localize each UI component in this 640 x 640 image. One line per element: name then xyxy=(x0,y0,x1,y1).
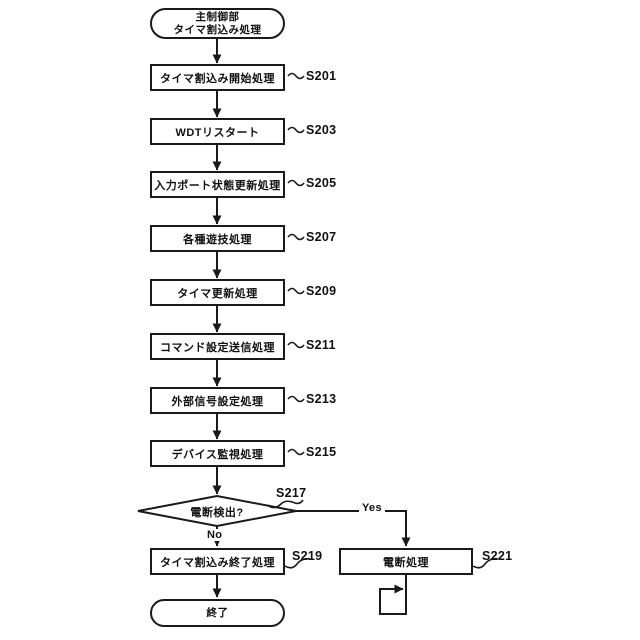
process-label-s221: 電断処理 xyxy=(383,556,429,569)
halt-loop xyxy=(379,575,407,615)
leader-s207 xyxy=(287,233,305,241)
leader-s215 xyxy=(287,448,305,456)
leader-s201 xyxy=(287,72,305,80)
step-id-s215: S215 xyxy=(306,445,337,459)
process-label-s207: 各種遊技処理 xyxy=(183,233,252,246)
decision-label: 電断検出? xyxy=(190,507,244,519)
process-label-s209: タイマ更新処理 xyxy=(177,287,258,300)
branch-label-no: No xyxy=(204,529,226,541)
branch-label-yes: Yes xyxy=(359,502,385,514)
end-terminal-label: 終了 xyxy=(206,606,229,619)
step-id-s211: S211 xyxy=(306,338,336,352)
process-box-s203: WDTリスタート xyxy=(150,118,285,145)
leader-s209 xyxy=(287,287,305,295)
leader-s205 xyxy=(287,179,305,187)
process-box-s213: 外部信号設定処理 xyxy=(150,387,285,414)
process-box-s221: 電断処理 xyxy=(339,548,473,575)
process-box-s207: 各種遊技処理 xyxy=(150,225,285,252)
start-terminal-line1: 主制御部 xyxy=(195,10,240,23)
start-terminal-line2: タイマ割込み処理 xyxy=(173,23,262,36)
process-label-s203: WDTリスタート xyxy=(175,126,260,139)
process-label-s201: タイマ割込み開始処理 xyxy=(160,72,275,85)
step-id-s219: S219 xyxy=(292,549,323,563)
step-id-s217: S217 xyxy=(276,486,307,500)
leader-s203 xyxy=(287,126,305,134)
step-id-s205: S205 xyxy=(306,176,337,190)
process-box-s205: 入力ポート状態更新処理 xyxy=(150,171,285,198)
step-id-s207: S207 xyxy=(306,230,337,244)
process-label-s219: タイマ割込み終了処理 xyxy=(160,556,275,569)
step-id-s213: S213 xyxy=(306,392,337,406)
process-label-s215: デバイス監視処理 xyxy=(171,448,264,461)
step-id-s221: S221 xyxy=(482,549,513,563)
process-box-s209: タイマ更新処理 xyxy=(150,279,285,306)
leader-s213 xyxy=(287,395,305,403)
step-id-s209: S209 xyxy=(306,284,337,298)
step-id-s203: S203 xyxy=(306,123,337,137)
process-label-s211: コマンド設定送信処理 xyxy=(160,341,275,354)
process-box-s201: タイマ割込み開始処理 xyxy=(150,64,285,91)
process-box-s215: デバイス監視処理 xyxy=(150,440,285,467)
process-box-s219: タイマ割込み終了処理 xyxy=(150,548,285,575)
process-label-s213: 外部信号設定処理 xyxy=(171,395,264,408)
arrow-yes-to-s221 xyxy=(296,510,411,547)
step-id-s201: S201 xyxy=(306,69,337,83)
process-label-s205: 入力ポート状態更新処理 xyxy=(154,179,281,192)
end-terminal: 終了 xyxy=(150,599,285,627)
leader-s211 xyxy=(287,341,305,349)
start-terminal: 主制御部 タイマ割込み処理 xyxy=(150,8,285,39)
process-box-s211: コマンド設定送信処理 xyxy=(150,333,285,360)
